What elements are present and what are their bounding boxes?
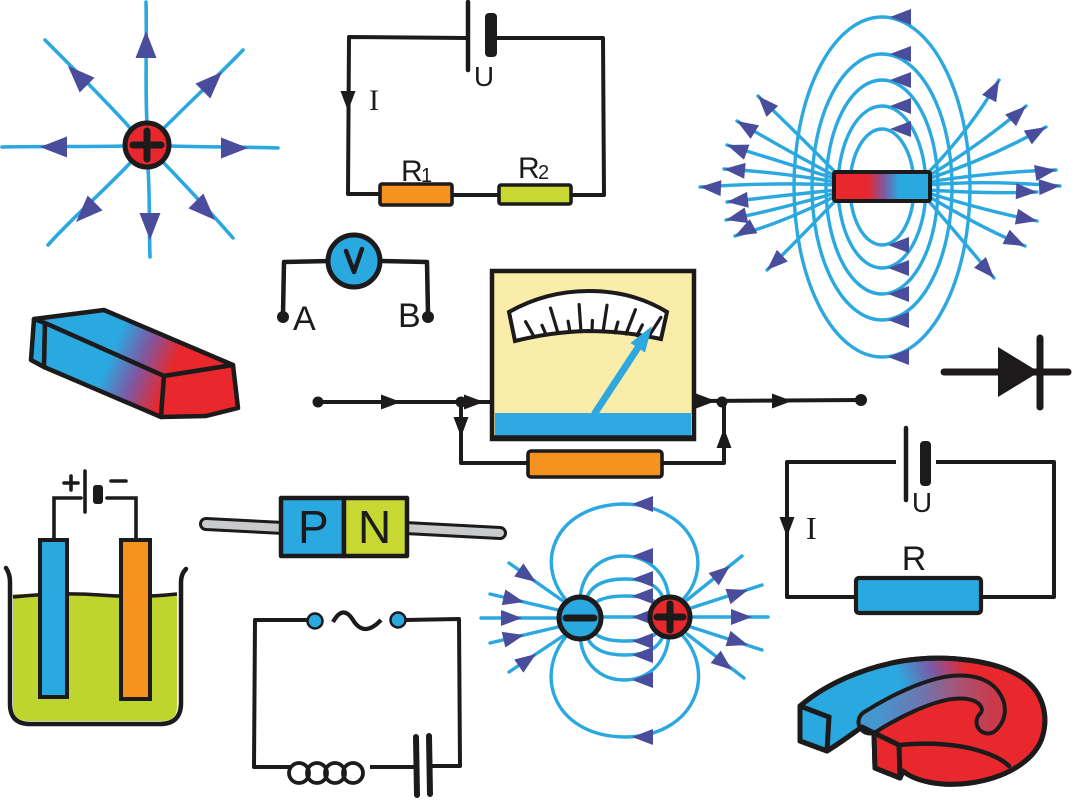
svg-text:I: I — [806, 510, 817, 546]
svg-text:R: R — [518, 152, 540, 185]
svg-text:1: 1 — [421, 165, 432, 187]
svg-text:R: R — [902, 540, 927, 578]
svg-text:I: I — [369, 84, 379, 117]
svg-text:N: N — [358, 501, 391, 553]
svg-text:P: P — [298, 501, 329, 553]
svg-text:U: U — [474, 61, 494, 92]
svg-text:R: R — [401, 155, 423, 188]
svg-text:2: 2 — [538, 162, 549, 184]
svg-text:B: B — [398, 297, 421, 335]
svg-text:U: U — [912, 487, 932, 518]
svg-text:A: A — [293, 300, 316, 338]
